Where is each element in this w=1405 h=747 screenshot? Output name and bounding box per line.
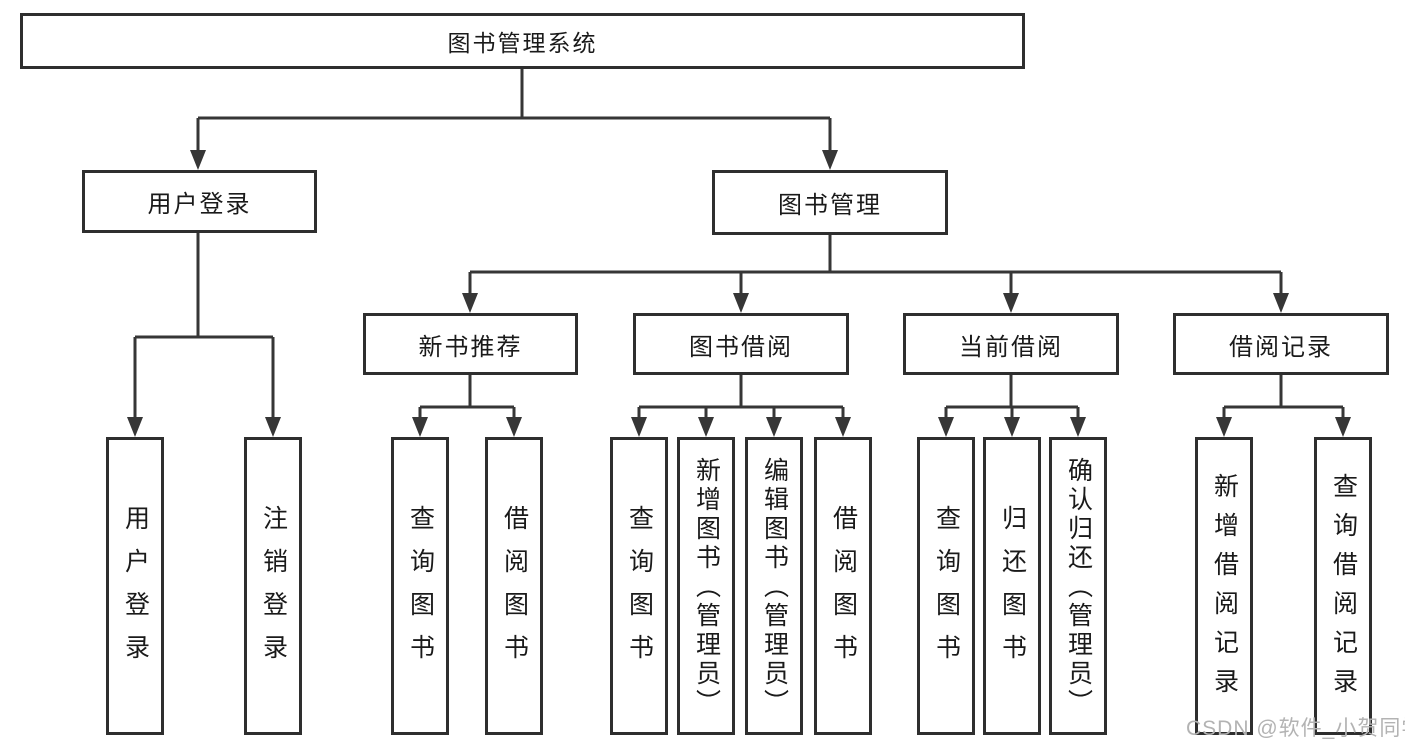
node-confirm-return-admin: 确认归还（管理员） <box>1049 437 1107 735</box>
node-library-system: 图书管理系统 <box>20 13 1025 69</box>
node-user-login: 用户登录 <box>82 170 317 233</box>
arrowhead-icons <box>127 150 1351 437</box>
node-query-borrow-record: 查询借阅记录 <box>1314 437 1372 735</box>
csdn-watermark: CSDN @软件_小贺同学 <box>1186 717 1405 740</box>
node-new-book-recommend: 新书推荐 <box>363 313 578 375</box>
node-current-borrow: 当前借阅 <box>903 313 1119 375</box>
node-edit-book-admin: 编辑图书（管理员） <box>745 437 803 735</box>
node-logout-leaf: 注销登录 <box>244 437 302 735</box>
node-query-book-borrow: 查询图书 <box>610 437 668 735</box>
node-query-book-recommend: 查询图书 <box>391 437 449 735</box>
node-add-book-admin: 新增图书（管理员） <box>677 437 735 735</box>
node-book-management: 图书管理 <box>712 170 948 235</box>
node-borrow-book-recommend: 借阅图书 <box>485 437 543 735</box>
node-return-book: 归还图书 <box>983 437 1041 735</box>
node-borrow-book-leaf: 借阅图书 <box>814 437 872 735</box>
node-query-book-current: 查询图书 <box>917 437 975 735</box>
node-add-borrow-record: 新增借阅记录 <box>1195 437 1253 735</box>
node-user-login-leaf: 用户登录 <box>106 437 164 735</box>
node-borrow-records: 借阅记录 <box>1173 313 1389 375</box>
node-book-borrow: 图书借阅 <box>633 313 849 375</box>
